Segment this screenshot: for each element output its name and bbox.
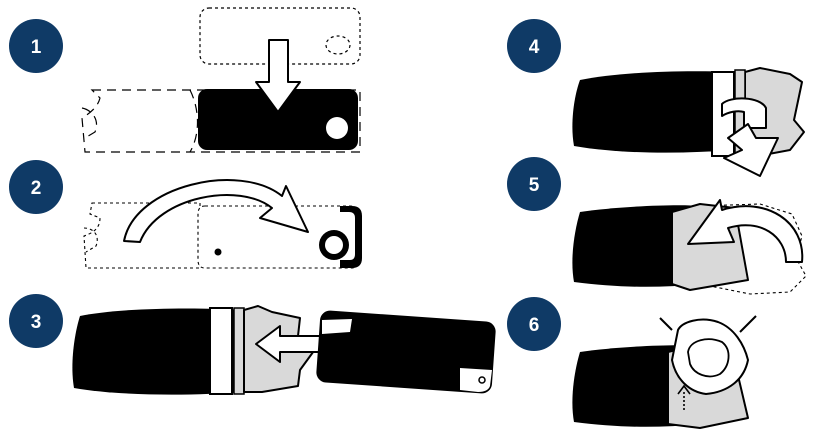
step-2-illustration — [83, 179, 362, 269]
step-4-badge — [507, 19, 561, 73]
thumb-line-right — [739, 315, 757, 333]
step-2-number: 2 — [31, 178, 42, 199]
thumb-line-left — [659, 317, 673, 331]
step-3-number: 3 — [31, 312, 42, 333]
step-4-number: 4 — [529, 37, 540, 58]
step-3-illustration — [72, 305, 496, 395]
peel-arrow-down — [723, 123, 779, 177]
dashed-plate-outline — [199, 7, 361, 65]
step-5-number: 5 — [529, 175, 540, 196]
sleeve-body — [572, 205, 700, 287]
thumbnail — [687, 338, 730, 378]
plate-white-corner-top — [322, 319, 352, 334]
step-5: 5 — [507, 157, 807, 295]
step-3: 3 — [9, 294, 496, 395]
step-6-illustration — [572, 315, 757, 429]
imaging-plate — [198, 89, 358, 150]
plate-small-hole — [478, 376, 486, 384]
step-6: 6 — [507, 297, 757, 429]
plate-white-corner-bottom — [460, 368, 492, 392]
step-1: 1 — [9, 7, 361, 153]
step-1-badge — [9, 19, 63, 73]
imaging-plate — [316, 310, 496, 394]
sleeve-body — [72, 308, 245, 395]
grey-band — [233, 307, 245, 395]
sleeve-covered-plate — [197, 205, 361, 269]
step-5-illustration — [572, 199, 807, 295]
step-4-illustration — [572, 67, 805, 177]
dashed-sleeve-left — [83, 202, 201, 269]
insert-arrow-left — [255, 325, 321, 363]
plate-hole — [325, 236, 343, 254]
step-4: 4 — [507, 19, 805, 177]
dashed-sleeve-left-flap — [83, 227, 98, 253]
small-dot — [214, 248, 222, 256]
step-5-badge — [507, 157, 561, 211]
sleeve-body — [572, 71, 735, 153]
step-1-number: 1 — [31, 37, 42, 58]
insert-arrow-down — [255, 39, 301, 113]
fold-over-arrow — [123, 179, 309, 243]
press-arrow-head — [677, 384, 691, 395]
dashed-hole-outline — [325, 35, 351, 55]
step-2-badge — [9, 160, 63, 214]
plate-black-edge — [340, 206, 362, 268]
dashed-sleeve-outline — [81, 89, 361, 153]
step-6-badge — [507, 297, 561, 351]
step-3-badge — [9, 294, 63, 348]
white-strip — [209, 307, 233, 395]
step-2: 2 — [9, 160, 362, 269]
step-1-illustration — [81, 7, 361, 153]
fold-back-arrow — [687, 199, 804, 263]
dashed-sleeve-flap — [81, 107, 98, 139]
dashed-sleeve-seam — [189, 89, 199, 153]
step-6-number: 6 — [529, 315, 540, 336]
plate-dot — [326, 117, 348, 139]
